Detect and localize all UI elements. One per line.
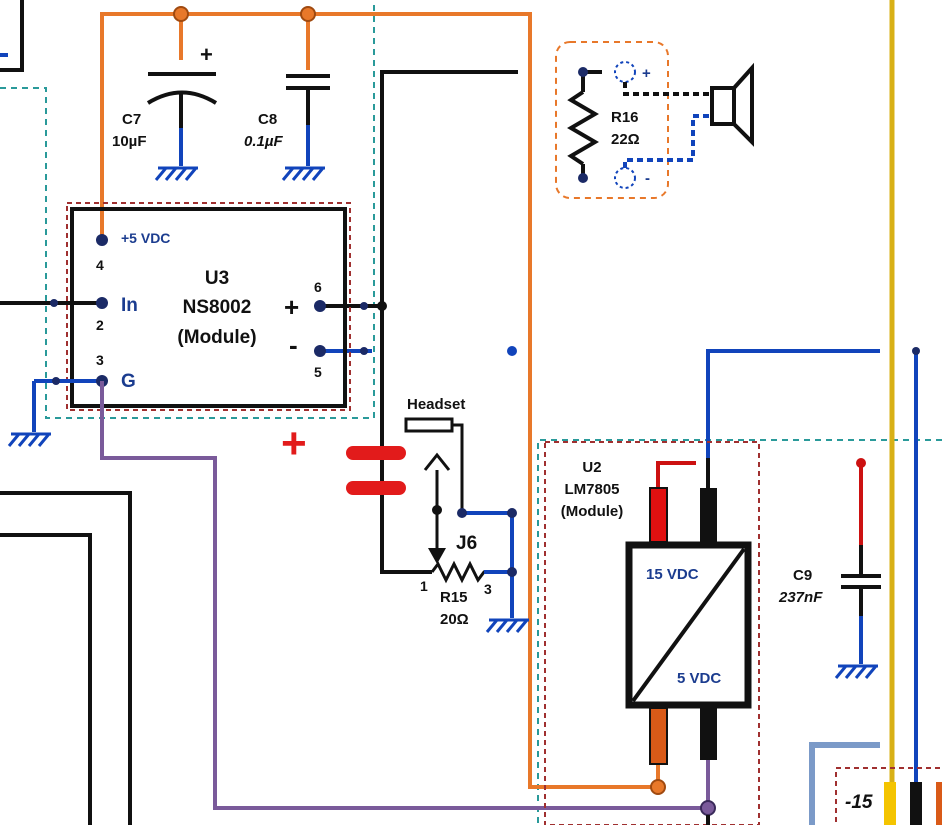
u2-part: LM7805 [564, 481, 619, 498]
r15-value: 20Ω [440, 611, 469, 628]
junction-dot [507, 508, 517, 518]
u2-type: (Module) [561, 503, 623, 520]
speaker-plus-label: + [642, 65, 651, 82]
c7-value: 10µF [112, 133, 147, 150]
module-u2: U2 LM7805 (Module) 15 VDC 5 VDC [544, 441, 760, 825]
u3-supply-label: +5 VDC [121, 230, 170, 246]
rail-minus-15-label: -15 [845, 792, 873, 813]
c9-value: 237nF [778, 589, 823, 606]
junction-dot [912, 347, 920, 355]
u2-vout-label: 5 VDC [677, 670, 721, 687]
headset-jack-j6: Headset J6 [404, 396, 512, 564]
wire-amp-positive-output [320, 70, 602, 574]
r16-value: 22Ω [611, 131, 640, 148]
r15-pin-1: 1 [420, 578, 428, 594]
speaker-icon [710, 62, 754, 147]
u2-vin-label: 15 VDC [646, 566, 699, 583]
u3-g-label: G [121, 371, 136, 392]
u3-pin-5: 5 [314, 364, 322, 380]
u3-in-label: In [121, 295, 138, 316]
junction-dot [507, 346, 517, 356]
r16-ref: R16 [611, 109, 639, 126]
r15-pin-3: 3 [484, 581, 492, 597]
wire-blue-top [706, 349, 918, 825]
c7-ref: C7 [122, 111, 141, 128]
u3-ref: U3 [205, 268, 229, 289]
j6-ref: J6 [456, 533, 477, 554]
c7-polarity: + [200, 42, 213, 67]
speaker-terminals: + - [614, 61, 712, 189]
wire-ground-purple [100, 381, 710, 810]
module-u3: +5 VDC 4 In 2 3 G U3 NS8002 (Module) + -… [0, 202, 368, 448]
u3-part: NS8002 [183, 297, 252, 318]
red-annotation: + [281, 419, 406, 495]
capacitor-c8: C8 0.1µF [244, 6, 330, 182]
junction-dot [457, 508, 467, 518]
speaker-minus-label: - [645, 170, 650, 187]
u3-minus-label: - [289, 330, 298, 360]
u3-type: (Module) [177, 327, 256, 348]
left-edge-parts [0, 0, 132, 825]
wire-15v-supply [656, 461, 863, 545]
u3-pin-3: 3 [96, 352, 104, 368]
c8-ref: C8 [258, 111, 277, 128]
u3-plus-label: + [284, 292, 299, 322]
r16-box [555, 41, 669, 199]
u3-pin-4: 4 [96, 257, 104, 273]
u2-ref: U2 [582, 459, 601, 476]
capacitor-c9: C9 237nF [778, 545, 881, 680]
capacitor-c7: + C7 10µF [112, 6, 218, 182]
junction-dot [856, 458, 866, 468]
resistor-r15: 1 3 R15 20Ω [420, 560, 517, 628]
u3-pin-2: 2 [96, 317, 104, 333]
c9-ref: C9 [793, 567, 812, 584]
r15-ref: R15 [440, 589, 468, 606]
junction-dot [377, 301, 387, 311]
headset-label: Headset [407, 396, 465, 413]
bottom-right-partial: -15 [809, 742, 942, 825]
u3-pin-6: 6 [314, 279, 322, 295]
red-plus-annotation: + [281, 419, 307, 468]
resistor-r16: R16 22Ω [567, 67, 640, 183]
c8-value: 0.1µF [244, 133, 283, 150]
